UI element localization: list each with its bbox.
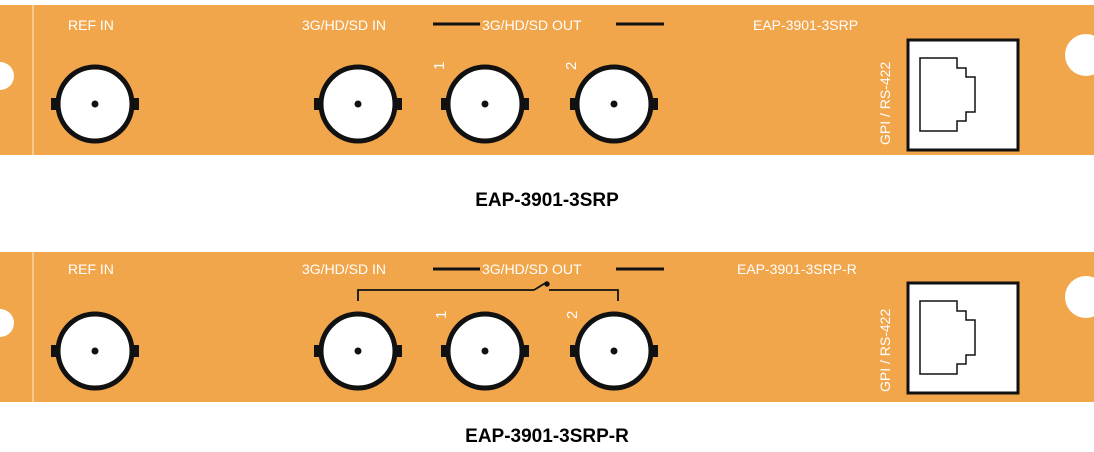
model-label: EAP-3901-3SRP-R bbox=[737, 261, 857, 277]
gpi-label: GPI / RS-422 bbox=[877, 309, 893, 392]
model-label: EAP-3901-3SRP bbox=[753, 17, 858, 33]
output-number-2: 2 bbox=[563, 62, 580, 70]
output-number-1: 1 bbox=[433, 311, 450, 319]
rj45-port-icon[interactable] bbox=[906, 281, 1020, 395]
bnc-connector-icon[interactable] bbox=[51, 311, 139, 391]
mount-hole-right bbox=[1065, 34, 1094, 76]
sdi-in-label: 3G/HD/SD IN bbox=[302, 261, 386, 277]
sdi-in-label: 3G/HD/SD IN bbox=[302, 17, 386, 33]
relay-bypass-switch-icon bbox=[357, 281, 619, 301]
ref-in-label: REF IN bbox=[68, 17, 114, 33]
bnc-connector-icon[interactable] bbox=[570, 311, 658, 391]
mount-notch-left bbox=[0, 62, 14, 90]
panel-caption: EAP-3901-3SRP bbox=[475, 190, 619, 211]
output-number-2: 2 bbox=[564, 311, 581, 319]
ref-in-label: REF IN bbox=[68, 261, 114, 277]
panel-eap-3901-3srp: REF IN 3G/HD/SD IN 3G/HD/SD OUT EAP-3901… bbox=[0, 5, 1094, 155]
mount-hole-right bbox=[1065, 276, 1094, 318]
output-number-1: 1 bbox=[431, 62, 448, 70]
sdi-out-label: 3G/HD/SD OUT bbox=[482, 261, 582, 277]
gpi-label: GPI / RS-422 bbox=[877, 62, 893, 145]
bnc-connector-icon[interactable] bbox=[570, 64, 658, 144]
rj45-port-icon[interactable] bbox=[906, 38, 1020, 152]
sdi-out-label: 3G/HD/SD OUT bbox=[482, 17, 582, 33]
bnc-connector-icon[interactable] bbox=[51, 64, 139, 144]
bnc-connector-icon[interactable] bbox=[314, 64, 402, 144]
mount-notch-left bbox=[0, 309, 14, 337]
panel-caption: EAP-3901-3SRP-R bbox=[465, 426, 629, 447]
bnc-connector-icon[interactable] bbox=[314, 311, 402, 391]
panel-eap-3901-3srp-r: REF IN 3G/HD/SD IN 3G/HD/SD OUT EAP-3901… bbox=[0, 252, 1094, 402]
bnc-connector-icon[interactable] bbox=[441, 311, 529, 391]
bnc-connector-icon[interactable] bbox=[441, 64, 529, 144]
